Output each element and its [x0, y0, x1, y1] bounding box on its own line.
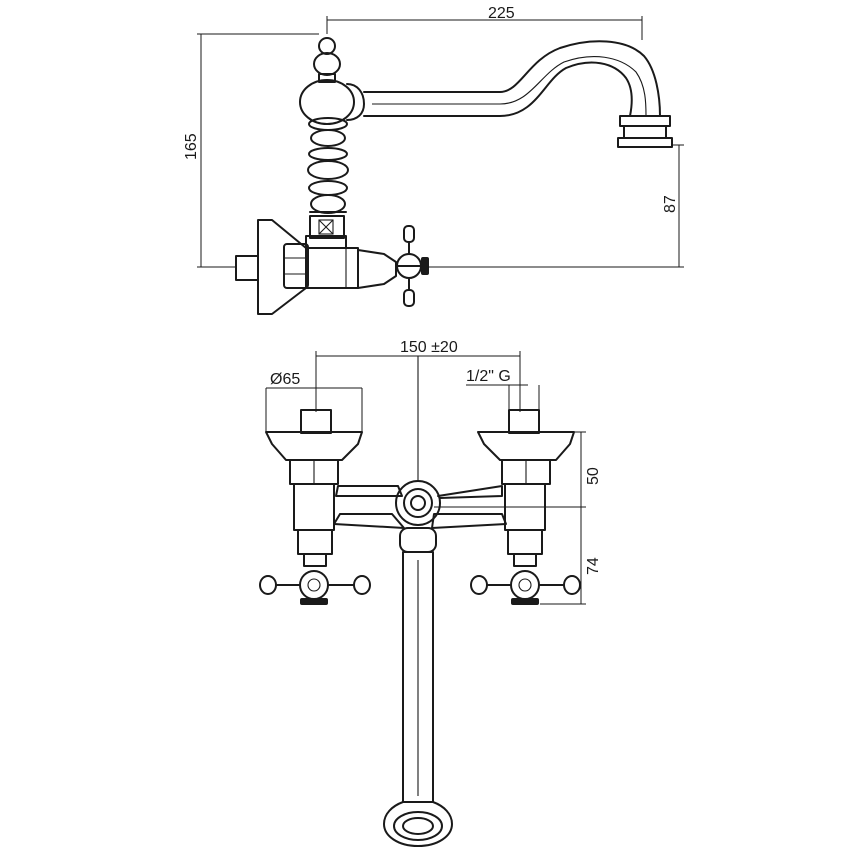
valve-body — [305, 215, 397, 289]
spout — [346, 40, 673, 148]
decorative-column — [299, 37, 355, 214]
right-cross-handle — [470, 570, 581, 605]
right-flange — [477, 409, 575, 485]
front-spout — [383, 527, 453, 847]
left-flange — [265, 409, 363, 485]
hex-nut — [283, 243, 309, 289]
dim-lower-label: 74 — [585, 557, 602, 575]
left-valve-stem — [293, 483, 335, 567]
bridge — [333, 480, 507, 529]
dim-spout-height-label: 87 — [662, 195, 679, 213]
dim-height-label: 165 — [183, 133, 200, 160]
side-view: 225 165 87 — [183, 5, 684, 315]
front-dimensions — [265, 351, 586, 605]
dim-centers-label: 150 ±20 — [400, 339, 458, 356]
dim-thread-label: 1/2" G — [466, 368, 511, 385]
cross-handle-side — [395, 225, 429, 307]
left-cross-handle — [259, 570, 371, 605]
front-view: 150 ±20 Ø65 1/2" G 50 74 — [259, 339, 602, 847]
dim-flange-diameter-label: Ø65 — [270, 371, 300, 388]
side-dimensions — [197, 16, 684, 268]
dim-upper-label: 50 — [585, 467, 602, 485]
wall-flange — [235, 219, 307, 315]
right-valve-stem — [504, 483, 546, 567]
dim-width-label: 225 — [488, 5, 515, 22]
